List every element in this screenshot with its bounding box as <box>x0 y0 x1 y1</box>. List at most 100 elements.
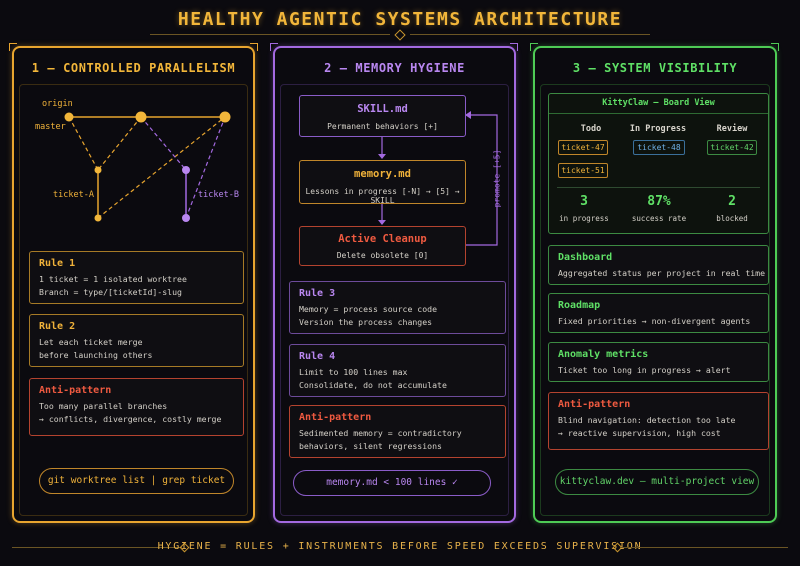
card-line: Let each ticket merge <box>39 337 143 347</box>
memory-limit-badge[interactable]: memory.md < 100 lines ✓ <box>293 470 491 496</box>
footer-rule-left <box>12 547 182 548</box>
card-line: Ticket too long in progress → alert <box>558 365 731 375</box>
footer-tagline: HYGIENE = RULES + INSTRUMENTS BEFORE SPE… <box>157 541 643 552</box>
ticket-a-node <box>94 214 102 222</box>
footer-rule-right <box>620 547 788 548</box>
card-line: Aggregated status per project in real ti… <box>558 268 766 278</box>
rule-3-card: Rule 3 Memory = process source code Vers… <box>289 281 506 334</box>
stat-value: 2 <box>728 194 736 209</box>
rule-4-card: Rule 4 Limit to 100 lines max Consolidat… <box>289 344 506 397</box>
anti-pattern-card: Anti-pattern Too many parallel branches … <box>29 378 244 436</box>
card-line: behaviors, silent regressions <box>299 441 442 451</box>
panel-controlled-parallelism: 1 — CONTROLLED PARALLELISM <box>12 46 255 523</box>
board-title: KittyClaw — Board View <box>549 94 768 114</box>
card-title: Roadmap <box>558 300 601 311</box>
arrowhead <box>378 154 386 159</box>
stat-label: blocked <box>716 214 748 223</box>
card-title: Anti-pattern <box>299 412 372 423</box>
skill-box: SKILL.md Permanent behaviors [+] <box>299 95 466 137</box>
master-label: master <box>35 122 66 132</box>
card-title: Rule 2 <box>39 321 76 332</box>
ticket-chip[interactable]: ticket-47 <box>558 140 608 155</box>
promote-label: promote [+5] <box>492 149 502 208</box>
stat-blocked: 2 blocked <box>702 194 762 223</box>
cleanup-title: Active Cleanup <box>338 233 427 245</box>
arrowhead <box>378 220 386 225</box>
card-line: 1 ticket = 1 isolated worktree <box>39 274 187 284</box>
panel-inner-frame <box>19 84 248 516</box>
anti-pattern-card: Anti-pattern Sedimented memory = contrad… <box>289 405 506 458</box>
board-divider <box>557 187 760 188</box>
card-line: Memory = process source code <box>299 304 438 314</box>
branch-b-line <box>140 116 187 171</box>
corner-mark <box>9 43 17 51</box>
corner-mark <box>270 43 278 51</box>
card-line: Blind navigation: detection too late <box>558 415 736 425</box>
rule-1-card: Rule 1 1 ticket = 1 isolated worktree Br… <box>29 251 244 304</box>
anti-pattern-card: Anti-pattern Blind navigation: detection… <box>548 392 769 450</box>
panel-system-visibility: 3 — SYSTEM VISIBILITY <box>533 46 777 523</box>
panel-inner-frame <box>540 84 770 516</box>
git-command-pill[interactable]: git worktree list | grep ticket <box>39 468 234 494</box>
card-line: Limit to 100 lines max <box>299 367 408 377</box>
stat-label: success rate <box>631 214 687 223</box>
ticket-chip[interactable]: ticket-42 <box>707 140 757 155</box>
merge-a-line <box>97 116 226 219</box>
promote-loop <box>466 114 498 246</box>
card-title: Rule 4 <box>299 351 336 362</box>
title-rule-right <box>410 34 650 35</box>
card-line: Too many parallel branches <box>39 401 168 411</box>
memory-box: memory.md Lessons in progress [-N] → [5]… <box>299 160 466 205</box>
ticket-b-node <box>182 166 190 174</box>
cleanup-box: Active Cleanup Delete obsolete [0] <box>299 226 466 266</box>
merge-b-line <box>185 116 226 219</box>
cleanup-sub: Delete obsolete [0] <box>336 251 429 260</box>
memory-sub: Lessons in progress [-N] → [5] → SKILL <box>305 187 460 205</box>
ticket-a-node <box>94 166 102 174</box>
stat-success-rate: 87% success rate <box>629 194 689 223</box>
card-title: Dashboard <box>558 252 613 263</box>
stat-value: 3 <box>580 194 588 209</box>
column-in-progress: In Progress <box>629 124 687 134</box>
anomaly-metrics-card: Anomaly metrics Ticket too long in progr… <box>548 342 769 382</box>
skill-title: SKILL.md <box>357 103 408 115</box>
panel-heading: 2 — MEMORY HYGIENE <box>324 61 465 75</box>
ticket-chip[interactable]: ticket-48 <box>633 140 685 155</box>
card-line: before launching others <box>39 350 153 360</box>
rule-2-card: Rule 2 Let each ticket merge before laun… <box>29 314 244 367</box>
page-title: HEALTHY AGENTIC SYSTEMS ARCHITECTURE <box>177 9 623 30</box>
panel-inner-frame <box>280 84 509 516</box>
origin-branch-line <box>68 116 99 171</box>
card-title: Anti-pattern <box>558 399 631 410</box>
stat-value: 87% <box>647 194 671 209</box>
card-line: → conflicts, divergence, costly merge <box>39 414 222 424</box>
corner-mark <box>510 43 518 51</box>
branch-a-line <box>97 116 142 171</box>
skill-sub: Permanent behaviors [+] <box>327 122 438 131</box>
column-todo: Todo <box>580 124 602 134</box>
corner-mark <box>771 43 779 51</box>
panel-heading: 1 — CONTROLLED PARALLELISM <box>31 61 236 75</box>
panel-memory-hygiene: 2 — MEMORY HYGIENE <box>273 46 516 523</box>
corner-mark <box>250 43 258 51</box>
panel-heading: 3 — SYSTEM VISIBILITY <box>572 61 738 75</box>
stat-in-progress: 3 in progress <box>554 194 614 223</box>
card-line: Fixed priorities → non-divergent agents <box>558 316 751 326</box>
stat-label: in progress <box>559 214 609 223</box>
ticket-a-label: ticket-A <box>53 190 94 200</box>
card-line: Branch = type/[ticketId]-slug <box>39 287 182 297</box>
kittyclaw-link[interactable]: kittyclaw.dev — multi-project view <box>555 469 759 495</box>
master-node <box>219 111 231 123</box>
ticket-chip[interactable]: ticket-51 <box>558 163 608 178</box>
card-line: Version the process changes <box>299 317 433 327</box>
board-view: KittyClaw — Board View Todo In Progress … <box>548 93 769 234</box>
master-node <box>135 111 147 123</box>
card-title: Rule 1 <box>39 258 76 269</box>
card-line: → reactive supervision, high cost <box>558 428 721 438</box>
ticket-b-node <box>182 214 190 222</box>
roadmap-card: Roadmap Fixed priorities → non-divergent… <box>548 293 769 333</box>
card-line: Sedimented memory = contradictory <box>299 428 462 438</box>
title-rule-left <box>150 34 390 35</box>
ticket-b-label: ticket-B <box>198 190 239 200</box>
